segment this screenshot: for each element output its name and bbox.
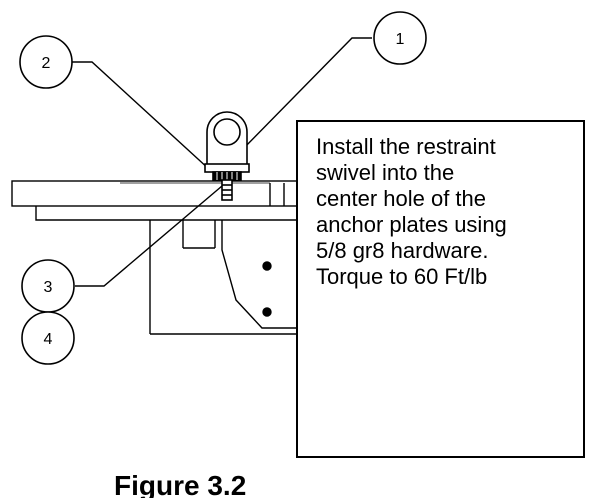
leader-line-1 <box>239 37 372 153</box>
callout-1-label: 1 <box>396 31 405 48</box>
callout-3: 3 <box>21 259 75 313</box>
callout-2-label: 2 <box>42 55 51 72</box>
leader-line-3 <box>75 185 223 287</box>
bracket-outline <box>221 220 297 329</box>
bolt-hole-lower <box>262 307 272 317</box>
restraint-swivel <box>204 111 250 201</box>
instruction-note-text: Install the restraint swivel into the ce… <box>316 134 507 289</box>
top-plate <box>11 180 298 207</box>
callout-4: 4 <box>21 311 75 365</box>
callout-3-label: 3 <box>44 279 53 296</box>
lower-plate <box>35 206 297 221</box>
callout-4-label: 4 <box>44 331 53 348</box>
figure-caption: Figure 3.2 <box>114 470 247 498</box>
callout-2: 2 <box>19 35 73 89</box>
anchor-plate-assembly <box>11 180 298 335</box>
bolt-hole-upper <box>262 261 272 271</box>
instruction-note-box: Install the restraint swivel into the ce… <box>296 120 585 458</box>
callout-1: 1 <box>373 11 427 65</box>
leader-line-2 <box>72 61 211 171</box>
